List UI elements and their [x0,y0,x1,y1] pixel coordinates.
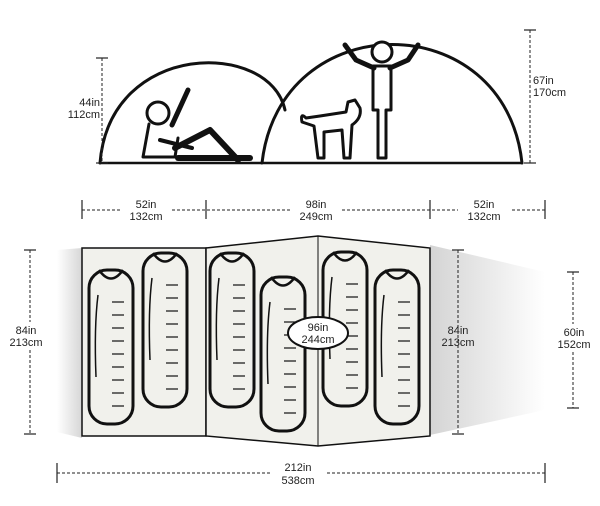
center-depth-metric: 244cm [301,334,334,346]
standing-person-icon [342,40,421,160]
width-dimensions: 52in 132cm 98in 249cm 52in 132cm [81,199,546,224]
sleeping-bag-icon [259,275,307,433]
floor-depth-imperial: 84in [16,325,37,337]
dog-icon [300,98,362,160]
left-room-width-metric: 132cm [129,211,162,223]
sleeping-bag-icon [373,268,421,426]
sleeping-bag-icon [208,251,256,409]
main-room-width-metric: 249cm [299,211,332,223]
floor-plan: 96in 244cm [57,235,545,447]
small-dome-outline [98,61,287,165]
right-vestibule [430,245,545,435]
left-depth-dimension: 84in 213cm [2,249,54,435]
sleeping-bag-icon [87,268,135,426]
floor-depth-metric: 213cm [9,337,42,349]
right-wall-depth-dimension: 84in 213cm [441,249,475,435]
small-dome-height-imperial: 44in [79,97,100,109]
right-wall-depth-metric: 213cm [441,337,474,349]
vestibule-depth-metric: 152cm [557,339,590,351]
large-dome-height-metric: 170cm [533,87,566,99]
total-length-metric: 538cm [281,475,314,487]
right-room-width-metric: 132cm [467,211,500,223]
right-wall-depth-imperial: 84in [448,325,469,337]
large-dome-outline [260,43,524,165]
vestibule-depth-imperial: 60in [564,327,585,339]
total-length-imperial: 212in [285,462,312,474]
side-view: 44in 112cm 67in 170cm [68,29,566,165]
total-length-dimension: 212in 538cm [56,460,546,488]
vestibule-depth-dimension: 60in 152cm [550,271,598,409]
main-room-width-imperial: 98in [306,199,327,211]
small-dome-height-metric: 112cm [68,109,100,121]
left-room-width-imperial: 52in [136,199,157,211]
sleeping-bag-icon [141,251,189,409]
left-vestibule [57,248,82,438]
right-room-width-imperial: 52in [474,199,495,211]
center-depth-oval [287,316,349,350]
reclining-person-icon [141,87,253,163]
large-dome-height-imperial: 67in [533,75,554,87]
center-depth-imperial: 96in [308,322,329,334]
